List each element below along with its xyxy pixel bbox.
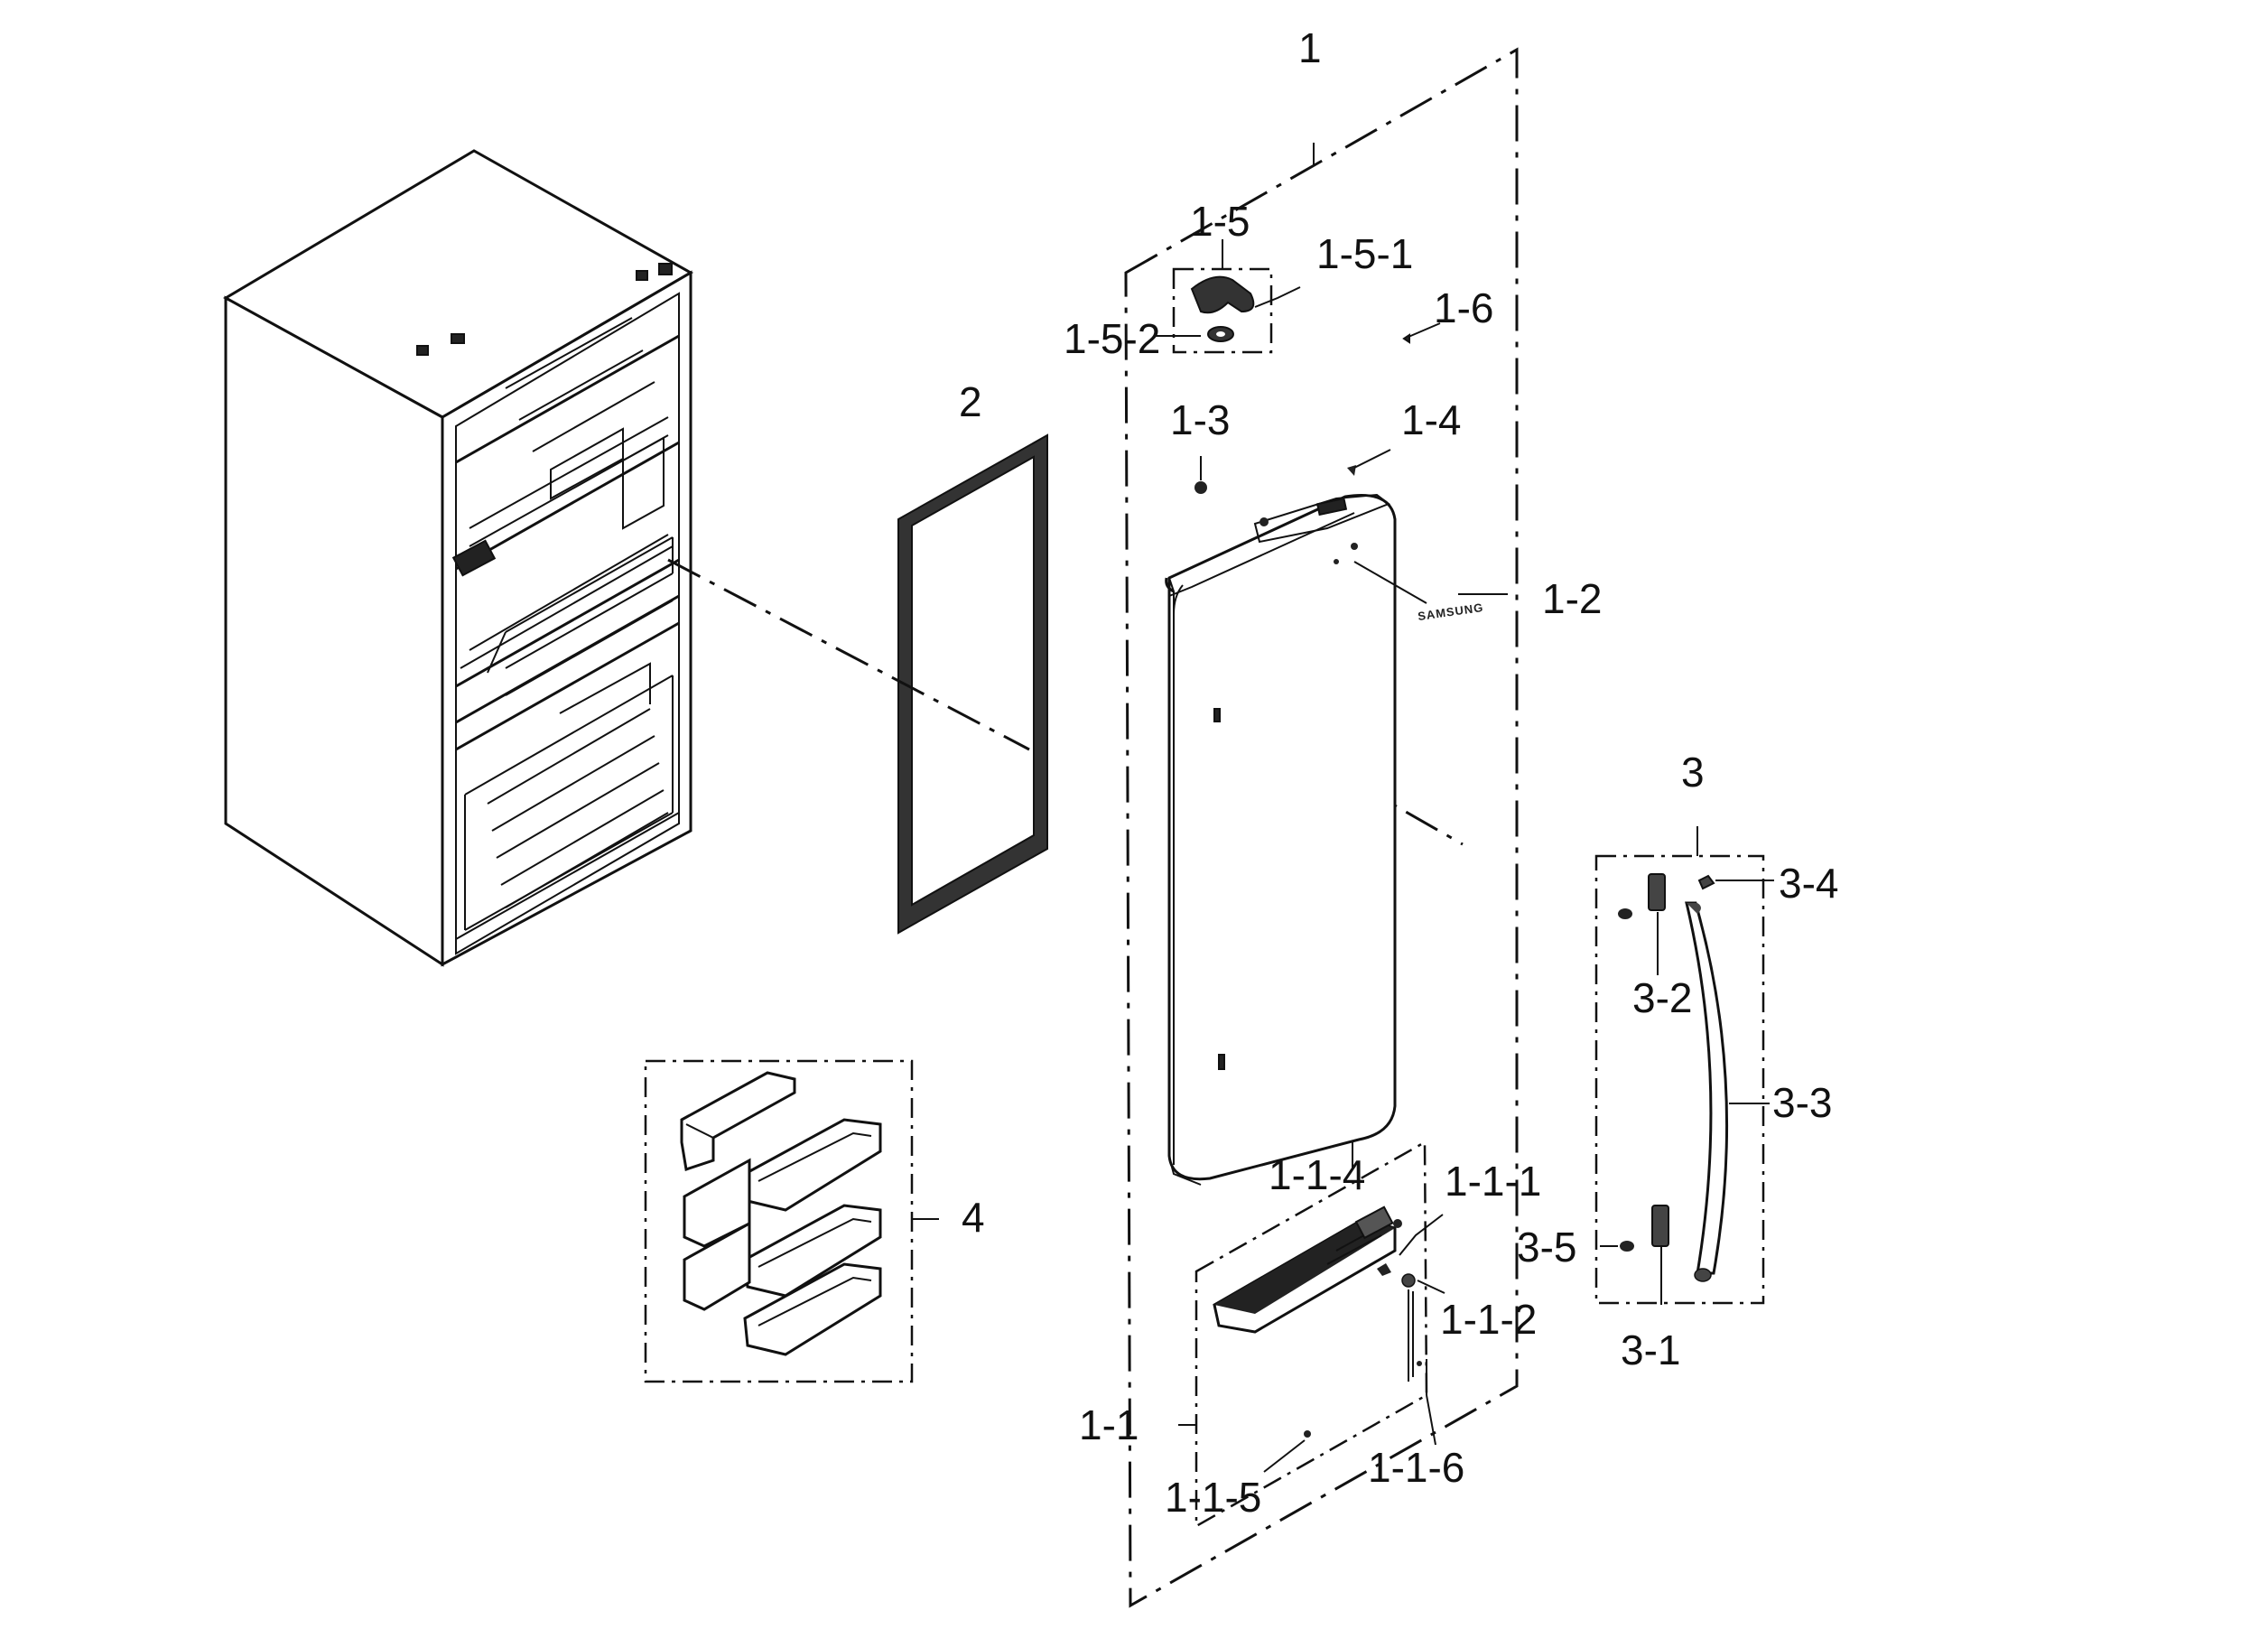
callout-3-5: 3-5 (1517, 1224, 1577, 1271)
callout-3-2: 3-2 (1632, 974, 1693, 1021)
door-bins (644, 1059, 939, 1383)
callout-1-4: 1-4 (1401, 396, 1462, 443)
callout-1-5: 1-5 (1190, 198, 1250, 245)
callout-3-1: 3-1 (1621, 1326, 1681, 1373)
callout-1-1-6: 1-1-6 (1368, 1444, 1465, 1491)
callout-1-1-1: 1-1-1 (1445, 1158, 1542, 1205)
callout-1-3: 1-3 (1170, 396, 1231, 443)
callout-1: 1 (1298, 24, 1322, 71)
callout-1-1: 1-1 (1079, 1401, 1139, 1448)
callout-1-1-4: 1-1-4 (1269, 1151, 1366, 1198)
hinge-group (1156, 239, 1441, 354)
callout-2: 2 (959, 378, 982, 425)
lower-cap-assembly (1178, 1140, 1445, 1529)
callout-3-4: 3-4 (1779, 860, 1839, 907)
callout-1-5-1: 1-5-1 (1316, 230, 1414, 277)
callout-1-6: 1-6 (1434, 284, 1494, 331)
callout-1-5-2: 1-5-2 (1064, 315, 1161, 362)
callout-1-1-5: 1-1-5 (1165, 1474, 1262, 1521)
door-gasket (897, 433, 1048, 935)
door-screws (1194, 449, 1391, 494)
callout-3-3: 3-3 (1772, 1079, 1833, 1126)
handle-assembly (1594, 826, 1774, 1305)
door-panel (1165, 493, 1397, 1186)
callout-3: 3 (1681, 749, 1705, 796)
callout-1-2: 1-2 (1542, 575, 1603, 622)
door-assembly-outline (1124, 47, 1519, 1608)
refrigerator-cabinet (222, 149, 694, 967)
callout-1-1-2: 1-1-2 (1440, 1296, 1538, 1343)
callout-4: 4 (962, 1194, 985, 1241)
